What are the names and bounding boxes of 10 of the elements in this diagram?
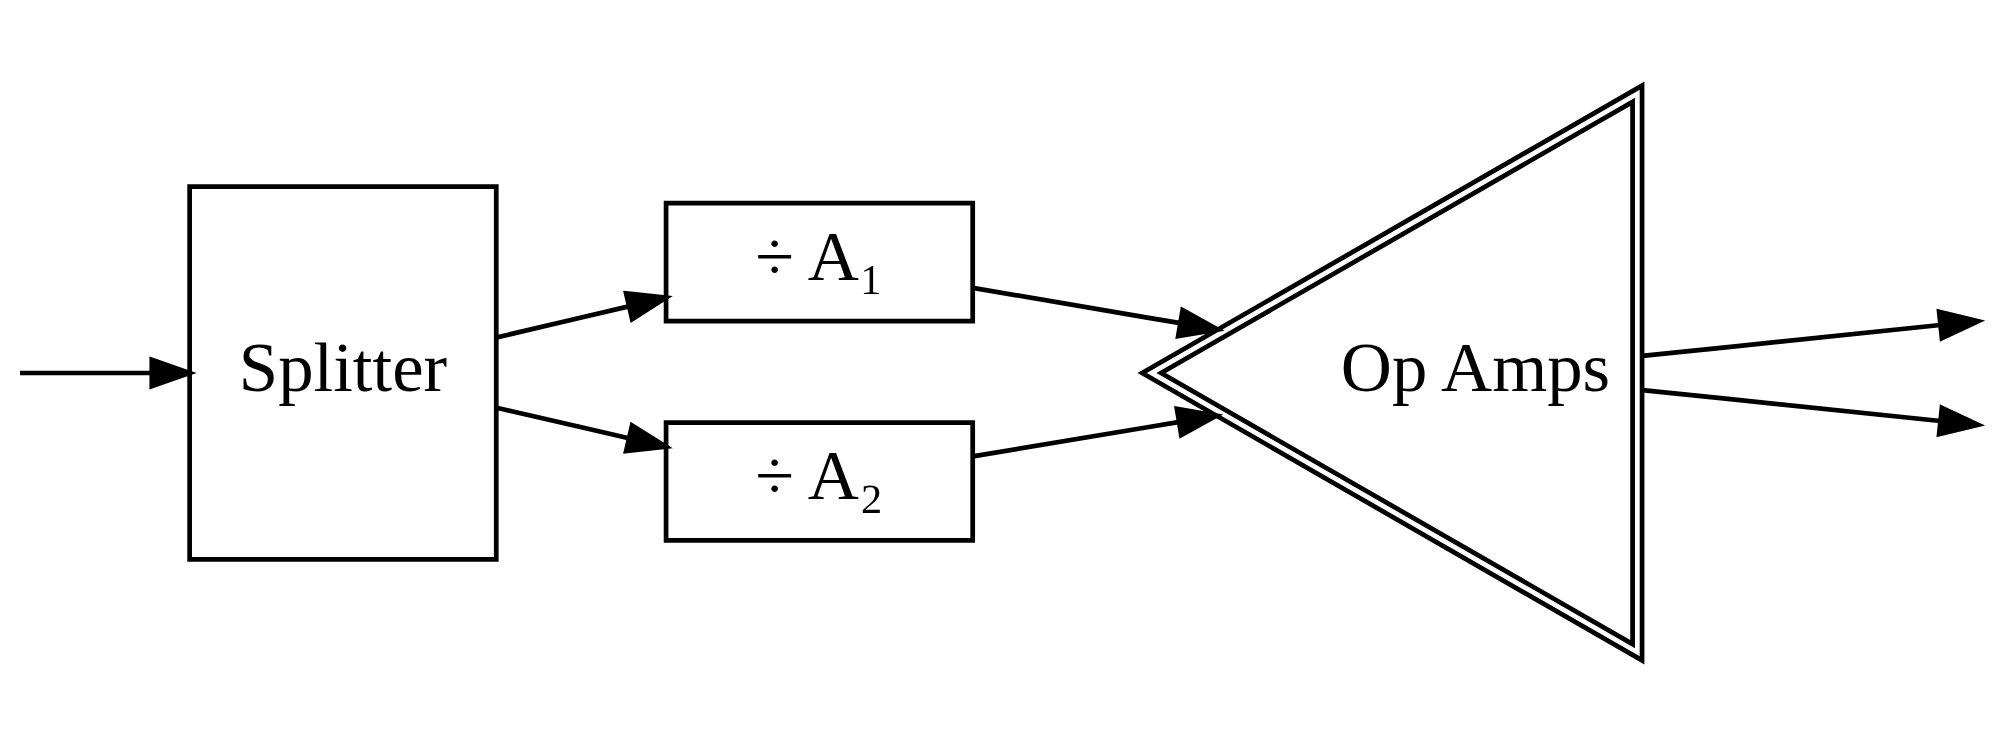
arrow [20, 355, 197, 390]
arrow [972, 405, 1224, 459]
node-box: Splitter [187, 183, 499, 562]
node-box: ÷ A₂ [663, 419, 976, 543]
arrow [495, 290, 673, 340]
arrow [972, 285, 1225, 339]
arrow [1642, 308, 1986, 358]
arrow [496, 405, 673, 454]
node-box: ÷ A₁ [663, 200, 976, 323]
arrow [1642, 387, 1986, 437]
